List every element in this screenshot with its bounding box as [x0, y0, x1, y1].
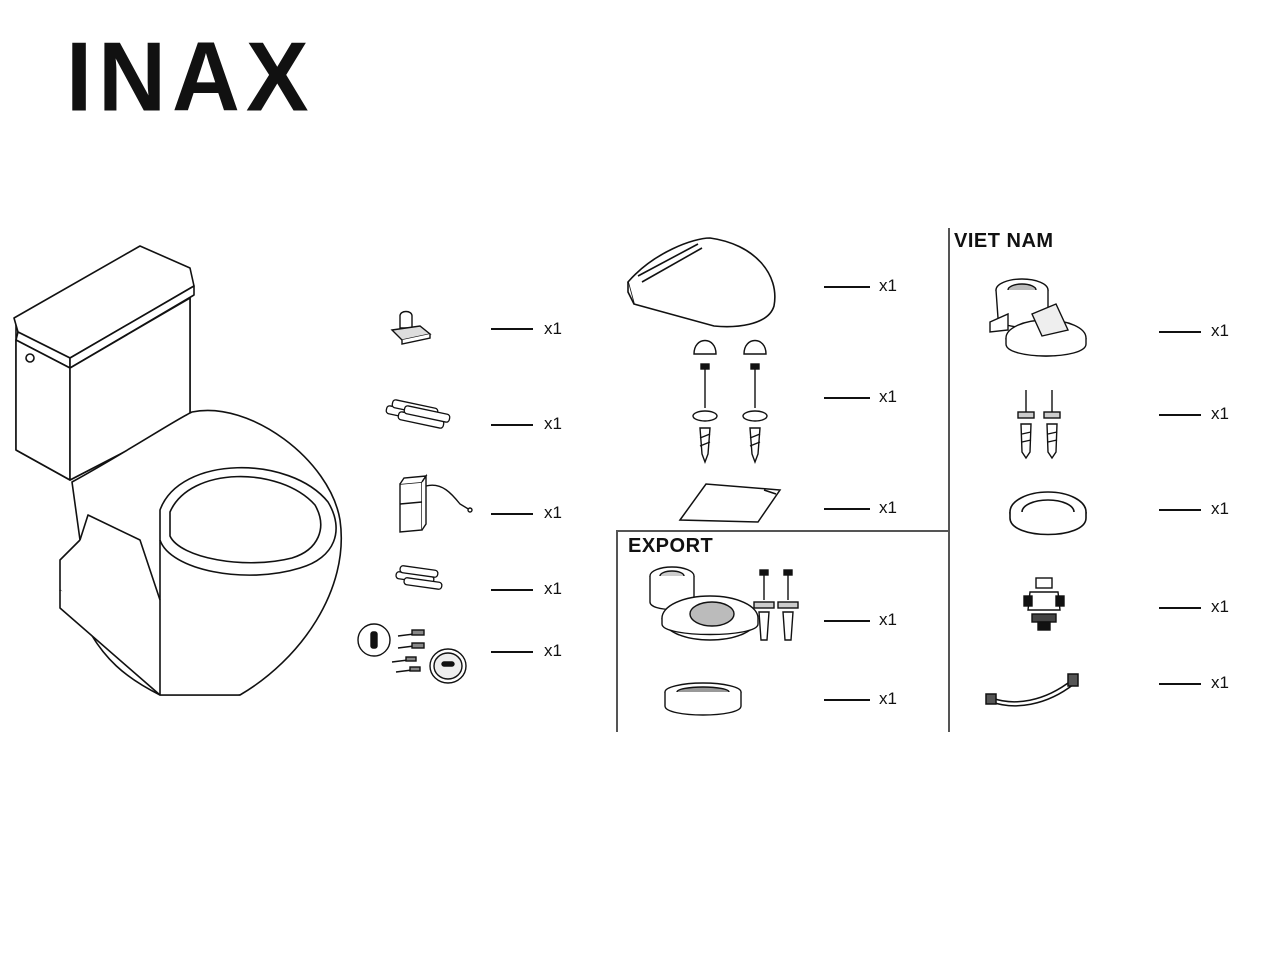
stop-valve-icon [1023, 577, 1065, 631]
wall-bracket-icon [390, 310, 432, 345]
flange-adapter-icon [989, 278, 1087, 357]
quantity-label: x1 [544, 319, 562, 338]
quantity-label: x1 [879, 610, 897, 629]
seat-bolts-icon [692, 339, 768, 464]
section-divider [616, 530, 949, 532]
flex-hose-icon [985, 673, 1079, 707]
seal-ring-icon [1009, 491, 1087, 536]
paper-template-icon [678, 483, 782, 523]
quantity-label: x1 [544, 414, 562, 433]
leader-line [824, 397, 870, 399]
quantity-label: x1 [879, 276, 897, 295]
batteries-icon [385, 399, 451, 429]
leader-line [824, 699, 870, 701]
gasket-icon [664, 682, 742, 716]
quantity-label: x1 [544, 503, 562, 522]
quantity-label: x1 [1211, 404, 1229, 423]
section-divider [616, 530, 618, 732]
leader-line [1159, 331, 1201, 333]
leader-line [491, 651, 533, 653]
leader-line [1159, 683, 1201, 685]
flange-bolts-kit-icon [649, 566, 799, 641]
quantity-label: x1 [1211, 321, 1229, 340]
anchor-bolts-icon [1017, 390, 1061, 460]
section-divider [948, 228, 950, 732]
leader-line [491, 328, 533, 330]
quantity-label: x1 [879, 689, 897, 708]
quantity-label: x1 [1211, 499, 1229, 518]
toilet-illustration [13, 245, 342, 696]
leader-line [1159, 607, 1201, 609]
quantity-label: x1 [544, 579, 562, 598]
leader-line [491, 513, 533, 515]
small-batteries-icon [395, 565, 443, 590]
leader-line [1159, 414, 1201, 416]
quantity-label: x1 [1211, 597, 1229, 616]
leader-line [1159, 509, 1201, 511]
quantity-label: x1 [544, 641, 562, 660]
toilet-seat-icon [627, 237, 776, 328]
brand-logo: INAX [66, 21, 315, 132]
battery-box-icon [399, 473, 473, 533]
leader-line [491, 589, 533, 591]
leader-line [824, 286, 870, 288]
flush-button-kit-icon [357, 623, 467, 684]
export-title: EXPORT [628, 535, 714, 557]
leader-line [824, 620, 870, 622]
quantity-label: x1 [1211, 673, 1229, 692]
quantity-label: x1 [879, 498, 897, 517]
leader-line [491, 424, 533, 426]
vietnam-title: VIET NAM [954, 230, 1054, 252]
leader-line [824, 508, 870, 510]
quantity-label: x1 [879, 387, 897, 406]
